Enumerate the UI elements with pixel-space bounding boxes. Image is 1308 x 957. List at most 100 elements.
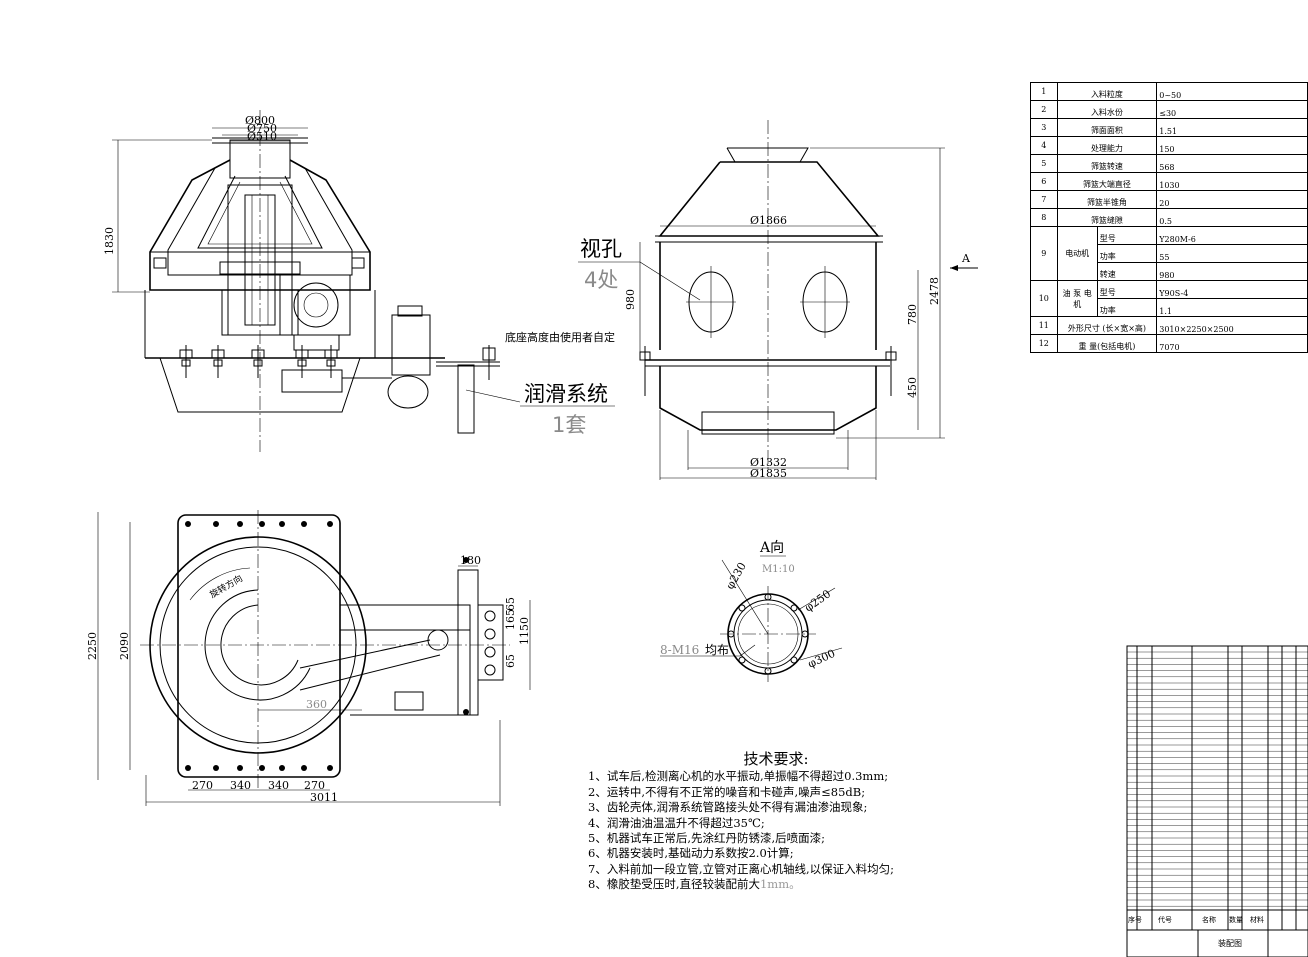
- param-group: 油 泵 电 机: [1056, 280, 1098, 317]
- param-no: 8: [1030, 208, 1058, 227]
- param-name: 筛篮缝隙: [1056, 208, 1158, 227]
- dim-2090: 2090: [118, 632, 131, 660]
- a-view-bolts: 8-M16: [660, 643, 699, 657]
- param-no: 7: [1030, 190, 1058, 209]
- lube-system-label: 润滑系统: [524, 382, 608, 406]
- dim-980: 980: [624, 289, 637, 310]
- param-name: 型号: [1096, 280, 1158, 299]
- bom-header-material: 材料: [1250, 915, 1264, 924]
- dim-65-top: 65: [504, 597, 517, 611]
- dim-total-3011: 3011: [310, 791, 338, 804]
- param-value: 980: [1156, 262, 1308, 281]
- a-view-d250: φ250: [802, 587, 833, 614]
- param-value: 150: [1156, 136, 1308, 155]
- lube-qty-label: 1套: [552, 413, 586, 437]
- param-name: 型号: [1096, 226, 1158, 245]
- bom-header-name: 名称: [1202, 915, 1216, 924]
- tech-item-3: 3、齿轮壳体,润滑系统管路接头处不得有漏油渗油现象;: [588, 800, 868, 815]
- dim-bottom-4: 270: [304, 779, 325, 792]
- dim-bottom-3: 340: [268, 779, 289, 792]
- param-name: 筛篮半锥角: [1056, 190, 1158, 209]
- param-value: 568: [1156, 154, 1308, 173]
- param-value: 20: [1156, 190, 1308, 209]
- param-value: 0.5: [1156, 208, 1308, 227]
- sight-hole-count: 4处: [584, 268, 618, 292]
- dim-bottom-1: 270: [192, 779, 213, 792]
- dim-65: 65: [504, 654, 517, 668]
- a-view-scale: M1:10: [762, 564, 795, 575]
- dim-450: 450: [906, 377, 919, 398]
- param-name: 筛篮转速: [1056, 154, 1158, 173]
- param-name: 筛篮大端直径: [1056, 172, 1158, 191]
- bom-row-lines: [1127, 651, 1308, 907]
- dim-bottom-2: 340: [230, 779, 251, 792]
- tech-item-4: 4、润滑油油温温升不得超过35℃;: [588, 815, 765, 830]
- dim-d1866: Ø1866: [750, 214, 787, 227]
- param-name: 筛面面积: [1056, 118, 1158, 137]
- dim-height-1830: 1830: [103, 227, 116, 255]
- param-group: 电动机: [1056, 226, 1098, 281]
- param-value: 7070: [1156, 334, 1308, 353]
- a-view-uniform: 均布: [705, 643, 729, 657]
- side-view: Ø1866 Ø1332 Ø1835 980 780 450 2478: [624, 120, 945, 480]
- plan-view: 2250 2090 180 1150 165 65 65 360 3011 27…: [86, 510, 531, 806]
- param-no: 1: [1030, 82, 1058, 101]
- param-name: 功率: [1096, 244, 1158, 263]
- tech-item-1: 1、试车后,检测离心机的水平振动,单振幅不得超过0.3mm;: [588, 769, 889, 784]
- base-height-note: 底座高度由使用者自定: [505, 330, 615, 344]
- param-no: 6: [1030, 172, 1058, 191]
- param-name: 外形尺寸 (长×宽×高): [1056, 316, 1158, 335]
- param-value: 1.1: [1156, 298, 1308, 317]
- param-no: 4: [1030, 136, 1058, 155]
- param-value: 0~50: [1156, 82, 1308, 101]
- a-view: A向 M1:10 φ230 φ250 φ300 8-M16 均布: [660, 540, 843, 682]
- dim-2478: 2478: [928, 277, 941, 305]
- a-view-d230: φ230: [723, 560, 749, 591]
- param-no: 9: [1030, 226, 1058, 281]
- dim-d750: Ø750: [247, 122, 277, 135]
- tech-item-6: 6、机器安装时,基础动力系数按2.0计算;: [588, 846, 794, 861]
- param-no: 5: [1030, 154, 1058, 173]
- technical-requirements: 技术要求: 1、试车后,检测离心机的水平振动,单振幅不得超过0.3mm; 2、运…: [588, 750, 894, 893]
- tech-item-2: 2、运转中,不得有不正常的噪音和卡碰声,噪声≤85dB;: [588, 784, 866, 799]
- param-name: 入料粒度: [1056, 82, 1158, 101]
- tech-item-8: 8、橡胶垫受压时,直径较装配前大1mm。: [588, 877, 894, 892]
- param-name: 重 量(包括电机): [1056, 334, 1158, 353]
- tech-item-7: 7、入料前加一段立管,立管对正离心机轴线,以保证入料均匀;: [588, 861, 894, 876]
- dim-d1835: Ø1835: [750, 467, 787, 480]
- bom-header-no: 序号: [1128, 915, 1142, 924]
- param-no: 10: [1030, 280, 1058, 317]
- dim-780: 780: [906, 304, 919, 325]
- dim-d800: Ø800: [245, 114, 275, 127]
- tech-item-8-suffix: 1mm。: [759, 877, 801, 892]
- bom-block: 序号 代号 名称 数量 材料 装配图: [1126, 645, 1308, 957]
- tech-item-5: 5、机器试车正常后,先涂红丹防锈漆,后喷面漆;: [588, 831, 825, 846]
- a-view-d300: φ300: [806, 647, 838, 671]
- dim-360: 360: [306, 698, 327, 711]
- dim-2250: 2250: [86, 632, 99, 660]
- a-view-title: A向: [759, 540, 784, 556]
- param-name: 入料水份: [1056, 100, 1158, 119]
- param-value: Y280M-6: [1156, 226, 1308, 245]
- param-no: 3: [1030, 118, 1058, 137]
- param-no: 11: [1030, 316, 1058, 335]
- param-no: 2: [1030, 100, 1058, 119]
- param-no: 12: [1030, 334, 1058, 353]
- bom-header-code: 代号: [1158, 915, 1172, 924]
- dim-d510: Ø510: [247, 130, 277, 143]
- bom-header-qty: 数量: [1229, 915, 1243, 924]
- tech-title: 技术要求:: [743, 750, 809, 768]
